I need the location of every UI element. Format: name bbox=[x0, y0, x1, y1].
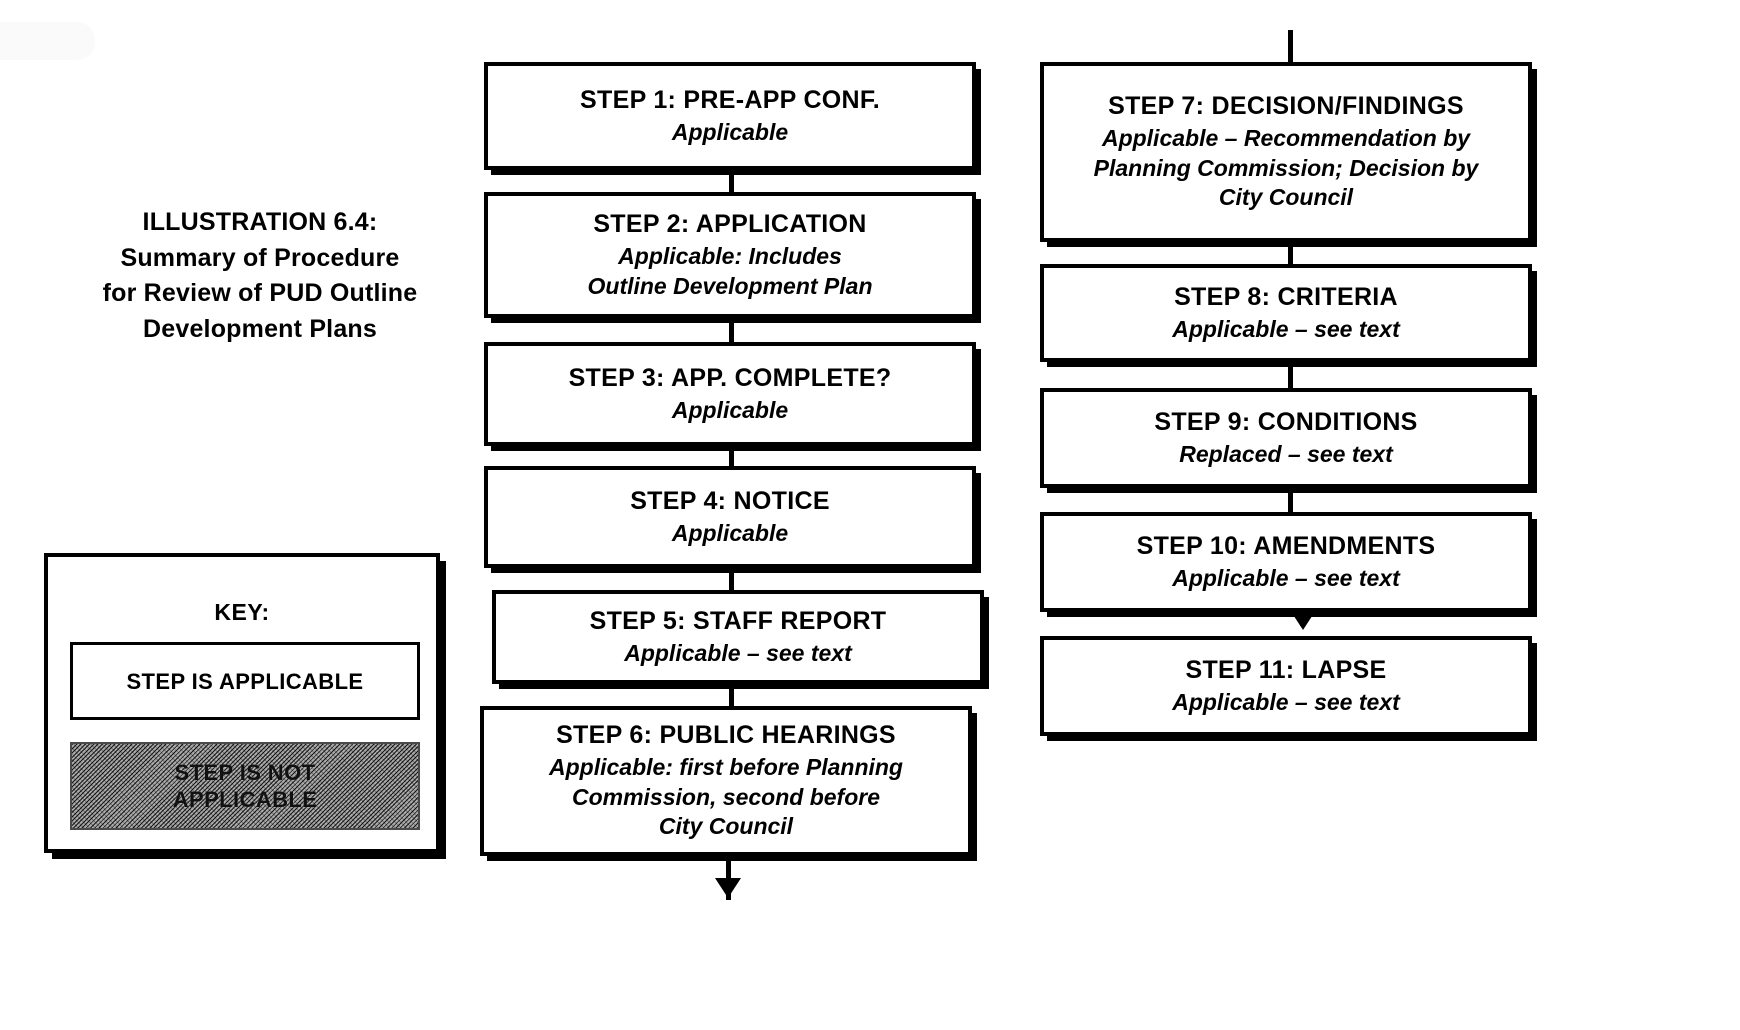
step-box-5[interactable]: STEP 5: STAFF REPORT Applicable – see te… bbox=[492, 590, 984, 684]
step-box-11[interactable]: STEP 11: LAPSE Applicable – see text bbox=[1040, 636, 1532, 736]
step-box-9[interactable]: STEP 9: CONDITIONS Replaced – see text bbox=[1040, 388, 1532, 488]
step-6-sub-line-2: Commission, second before bbox=[571, 783, 880, 810]
step-5-title: STEP 5: STAFF REPORT bbox=[589, 606, 887, 635]
step-box-2[interactable]: STEP 2: APPLICATION Applicable: Includes… bbox=[484, 192, 976, 318]
legend-not-applicable-label-line2: APPLICABLE bbox=[172, 787, 318, 812]
legend-key-box: KEY: STEP IS APPLICABLE STEP IS NOT APPL… bbox=[44, 553, 440, 853]
step-10-title: STEP 10: AMENDMENTS bbox=[1136, 531, 1436, 560]
step-3-sub-line-1: Applicable bbox=[671, 396, 789, 423]
step-2-sub-line-2: Outline Development Plan bbox=[587, 272, 873, 299]
step-4-sub-line-1: Applicable bbox=[671, 519, 789, 546]
step-11-title: STEP 11: LAPSE bbox=[1185, 655, 1387, 684]
legend-not-applicable-sample: STEP IS NOT APPLICABLE bbox=[70, 742, 420, 830]
illustration-title: ILLUSTRATION 6.4: Summary of Procedure f… bbox=[60, 205, 460, 347]
legend-not-applicable-label-line1: STEP IS NOT bbox=[174, 759, 316, 785]
step-2-sub-line-1: Applicable: Includes bbox=[618, 243, 842, 270]
step-6-title: STEP 6: PUBLIC HEARINGS bbox=[556, 721, 896, 750]
step-box-10[interactable]: STEP 10: AMENDMENTS Applicable – see tex… bbox=[1040, 512, 1532, 612]
step-box-3[interactable]: STEP 3: APP. COMPLETE? Applicable bbox=[484, 342, 976, 446]
step-8-sub-line-1: Applicable – see text bbox=[1172, 315, 1400, 342]
step-1-sub-line-1: Applicable bbox=[671, 118, 789, 145]
step-7-sub-line-3: City Council bbox=[1218, 184, 1354, 211]
step-7-sub-line-1: Applicable – Recommendation by bbox=[1101, 125, 1471, 152]
step-8-title: STEP 8: CRITERIA bbox=[1174, 282, 1398, 311]
title-line-3: for Review of PUD Outline bbox=[102, 279, 418, 307]
connector-2-to-3 bbox=[729, 318, 734, 342]
step-box-8[interactable]: STEP 8: CRITERIA Applicable – see text bbox=[1040, 264, 1532, 362]
connector-5-to-6 bbox=[729, 684, 734, 706]
step-11-sub-line-1: Applicable – see text bbox=[1172, 688, 1400, 715]
step-9-title: STEP 9: CONDITIONS bbox=[1154, 407, 1418, 436]
arrow-head-step-11 bbox=[1290, 610, 1316, 630]
step-9-sub-line-1: Replaced – see text bbox=[1179, 440, 1393, 467]
step-box-7[interactable]: STEP 7: DECISION/FINDINGS Applicable – R… bbox=[1040, 62, 1532, 242]
step-6-sub-line-3: City Council bbox=[658, 813, 794, 840]
step-6-sub-line-1: Applicable: first before Planning bbox=[549, 754, 903, 781]
step-2-title: STEP 2: APPLICATION bbox=[593, 210, 867, 239]
step-box-6[interactable]: STEP 6: PUBLIC HEARINGS Applicable: firs… bbox=[480, 706, 972, 856]
connector-8-to-9 bbox=[1288, 362, 1293, 388]
legend-heading: KEY: bbox=[214, 599, 270, 625]
step-7-title: STEP 7: DECISION/FINDINGS bbox=[1108, 92, 1464, 121]
legend-applicable-sample: STEP IS APPLICABLE bbox=[70, 642, 420, 720]
step-4-title: STEP 4: NOTICE bbox=[630, 486, 830, 515]
legend-applicable-label: STEP IS APPLICABLE bbox=[126, 669, 364, 694]
connector-3-to-4 bbox=[729, 446, 734, 466]
step-10-sub-line-1: Applicable – see text bbox=[1172, 564, 1400, 591]
step-box-1[interactable]: STEP 1: PRE-APP CONF. Applicable bbox=[484, 62, 976, 170]
step-1-title: STEP 1: PRE-APP CONF. bbox=[580, 85, 880, 114]
connector-9-to-10 bbox=[1288, 488, 1293, 512]
title-line-1: ILLUSTRATION 6.4: bbox=[142, 208, 378, 236]
connector-7-to-8 bbox=[1288, 242, 1293, 264]
scan-artifact bbox=[0, 22, 95, 60]
arrow-head-step-6-exit bbox=[715, 878, 741, 898]
step-5-sub-line-1: Applicable – see text bbox=[624, 639, 852, 666]
title-line-4: Development Plans bbox=[142, 314, 378, 343]
connector-4-to-5 bbox=[729, 568, 734, 590]
step-box-4[interactable]: STEP 4: NOTICE Applicable bbox=[484, 466, 976, 568]
title-line-2: Summary of Procedure bbox=[120, 243, 400, 272]
connector-1-to-2 bbox=[729, 170, 734, 192]
step-3-title: STEP 3: APP. COMPLETE? bbox=[568, 363, 892, 392]
connector-entry-to-7 bbox=[1288, 30, 1293, 62]
step-7-sub-line-2: Planning Commission; Decision by bbox=[1093, 154, 1479, 181]
